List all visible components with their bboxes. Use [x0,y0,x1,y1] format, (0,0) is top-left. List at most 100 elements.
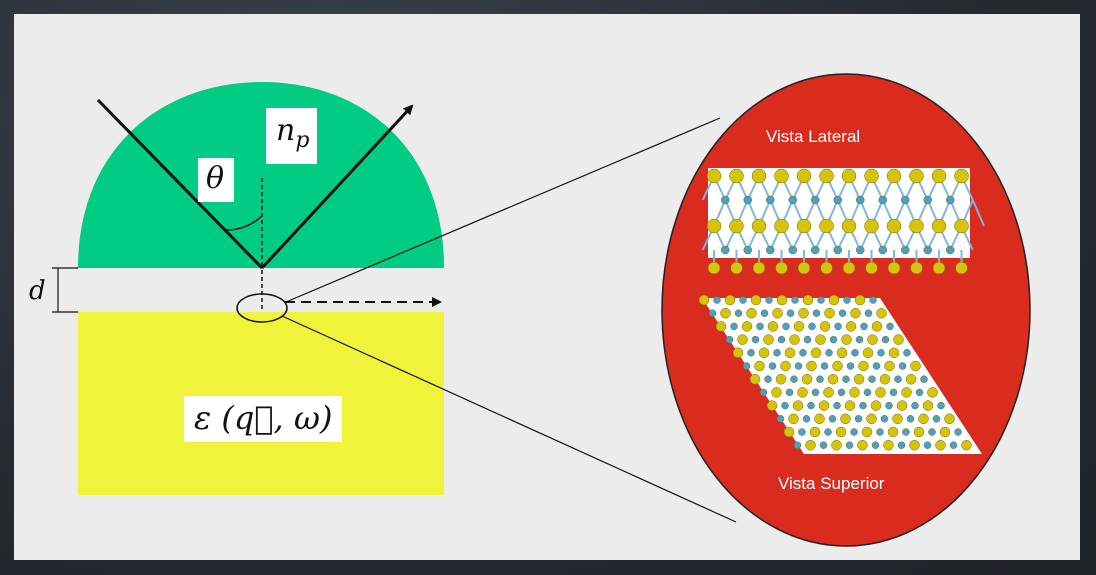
top-atom [837,388,846,397]
side-atom [706,218,722,234]
top-atom [954,428,962,436]
top-atom [782,322,790,331]
top-atom [793,321,805,332]
side-atom-bottom [955,261,968,275]
side-atom [833,195,842,205]
top-atom [901,387,912,398]
top-atom [866,413,877,425]
top-atom [768,362,777,370]
top-atom [898,362,907,370]
top-atom [780,360,791,372]
top-atom [881,335,890,344]
side-atom [811,245,820,255]
top-atom [742,362,751,370]
top-atom [896,400,908,411]
top-atom [902,428,910,436]
top-atom [855,335,864,344]
top-atom [868,375,876,383]
top-atom [883,439,894,451]
top-atom [824,428,832,436]
refractive-index-label: np [266,108,318,164]
top-atom [829,335,838,344]
top-atom [927,387,938,398]
side-atom [743,245,752,255]
top-atom [903,349,911,357]
top-atom [864,309,873,317]
side-atom-bottom [932,261,946,275]
top-atom [794,362,803,370]
top-atom [786,309,795,317]
side-atom [931,168,947,184]
side-atom [886,218,902,234]
side-atom [751,168,767,184]
side-atom-bottom [775,261,788,275]
side-atom [909,218,924,234]
top-atom [747,349,755,357]
top-atom [885,401,893,410]
top-atom [698,294,710,306]
side-atom [774,218,789,234]
side-atom [886,168,902,184]
top-atom [720,307,731,319]
side-atom [751,218,767,234]
top-atom [715,321,727,332]
top-atom [886,322,894,331]
side-atom [954,168,969,184]
top-atom [923,441,932,449]
top-atom [850,428,858,436]
side-atom [864,218,879,234]
top-atom [817,296,825,304]
top-atom [835,426,847,438]
side-atom [856,195,865,205]
top-atom [876,307,887,319]
incident-ray [96,98,264,270]
top-atom [897,441,906,449]
top-atom [749,373,761,385]
top-atom [724,294,736,306]
side-atom [954,218,969,234]
top-atom [798,307,809,319]
reflected-ray [260,104,414,270]
top-atom [788,413,799,425]
side-atom [833,245,842,255]
top-atom [825,349,833,357]
top-atom [823,387,834,398]
distance-label: d [29,276,46,306]
top-atom [928,428,936,436]
side-atom-bottom [797,261,811,275]
top-atom [760,309,769,317]
top-atom [803,335,812,344]
top-atom [775,373,787,385]
top-atom [846,362,855,370]
side-atom [878,195,887,205]
side-atom-bottom [865,261,878,275]
top-atom [781,401,789,410]
top-atom [812,309,821,317]
top-atom [860,322,868,331]
top-atom [759,388,768,397]
top-atom [906,415,915,423]
top-atom [889,388,898,397]
top-atom [871,321,883,332]
top-atom [840,413,851,425]
top-atom [793,441,802,449]
top-atom [844,400,856,411]
top-atom [905,373,917,385]
top-atom [854,294,866,306]
side-atom [819,168,834,184]
top-atom [884,360,895,372]
top-atom [911,401,919,410]
top-atom [807,401,815,410]
side-atom [923,245,932,255]
top-atom [824,307,835,319]
side-atom [796,218,812,234]
top-atom [857,439,868,451]
permittivity-label: ε (q⃗, ω) [184,396,343,442]
top-atom [831,439,842,451]
top-atom [725,335,734,344]
top-atom [737,334,748,345]
top-atom [764,375,772,383]
top-atom [815,334,826,345]
top-atom [708,309,717,317]
side-atom-bottom [707,261,721,275]
